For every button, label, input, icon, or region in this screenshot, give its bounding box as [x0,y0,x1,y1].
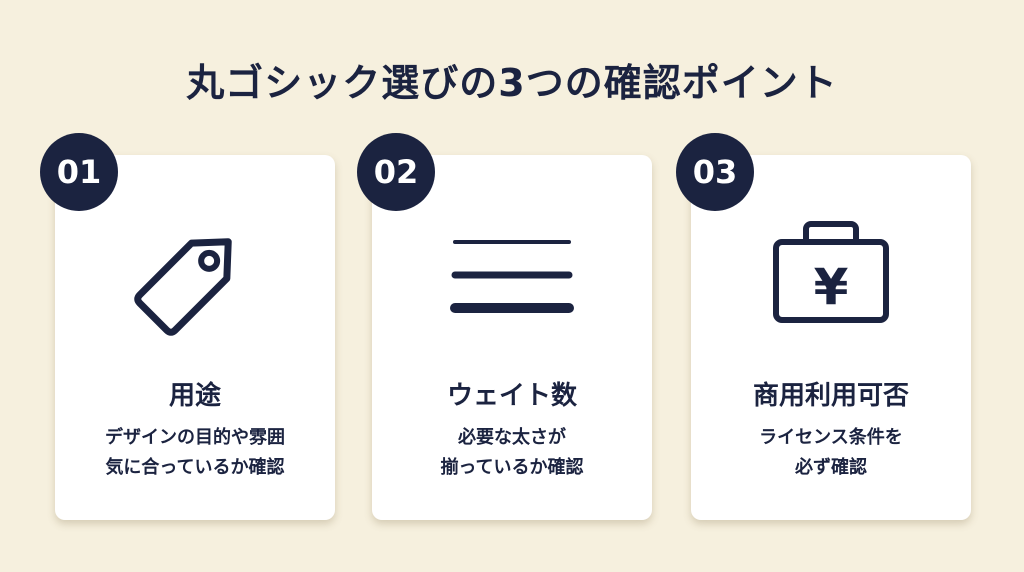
card-usage: 用途 デザインの目的や雰囲気に合っているか確認 [55,155,335,520]
number-badge: 02 [357,133,435,211]
lines-icon [372,210,652,340]
desc-line: 必要な太さが [458,427,566,448]
card-weights: ウェイト数 必要な太さが揃っているか確認 [372,155,652,520]
yen-briefcase-icon: ¥ [691,210,971,340]
card-commercial-use: ¥ 商用利用可否 ライセンス条件を必ず確認 [691,155,971,520]
card-description: ライセンス条件を必ず確認 [691,423,971,483]
card-description: 必要な太さが揃っているか確認 [372,423,652,483]
desc-line: ライセンス条件を [759,427,903,448]
card-heading: 商用利用可否 [752,381,909,411]
card-heading: 用途 [168,381,221,411]
desc-line: デザインの目的や雰囲 [105,427,285,448]
card-heading: ウェイト数 [446,381,577,411]
desc-line: 必ず確認 [795,457,867,478]
desc-line: 揃っているか確認 [440,457,584,478]
desc-line: 気に合っているか確認 [105,457,285,478]
number-badge: 01 [40,133,118,211]
card-description: デザインの目的や雰囲気に合っているか確認 [55,423,335,483]
page-title: 丸ゴシック選びの3つの確認ポイント [186,61,838,105]
tag-icon [55,210,335,340]
number-badge: 03 [676,133,754,211]
svg-text:¥: ¥ [814,258,849,316]
